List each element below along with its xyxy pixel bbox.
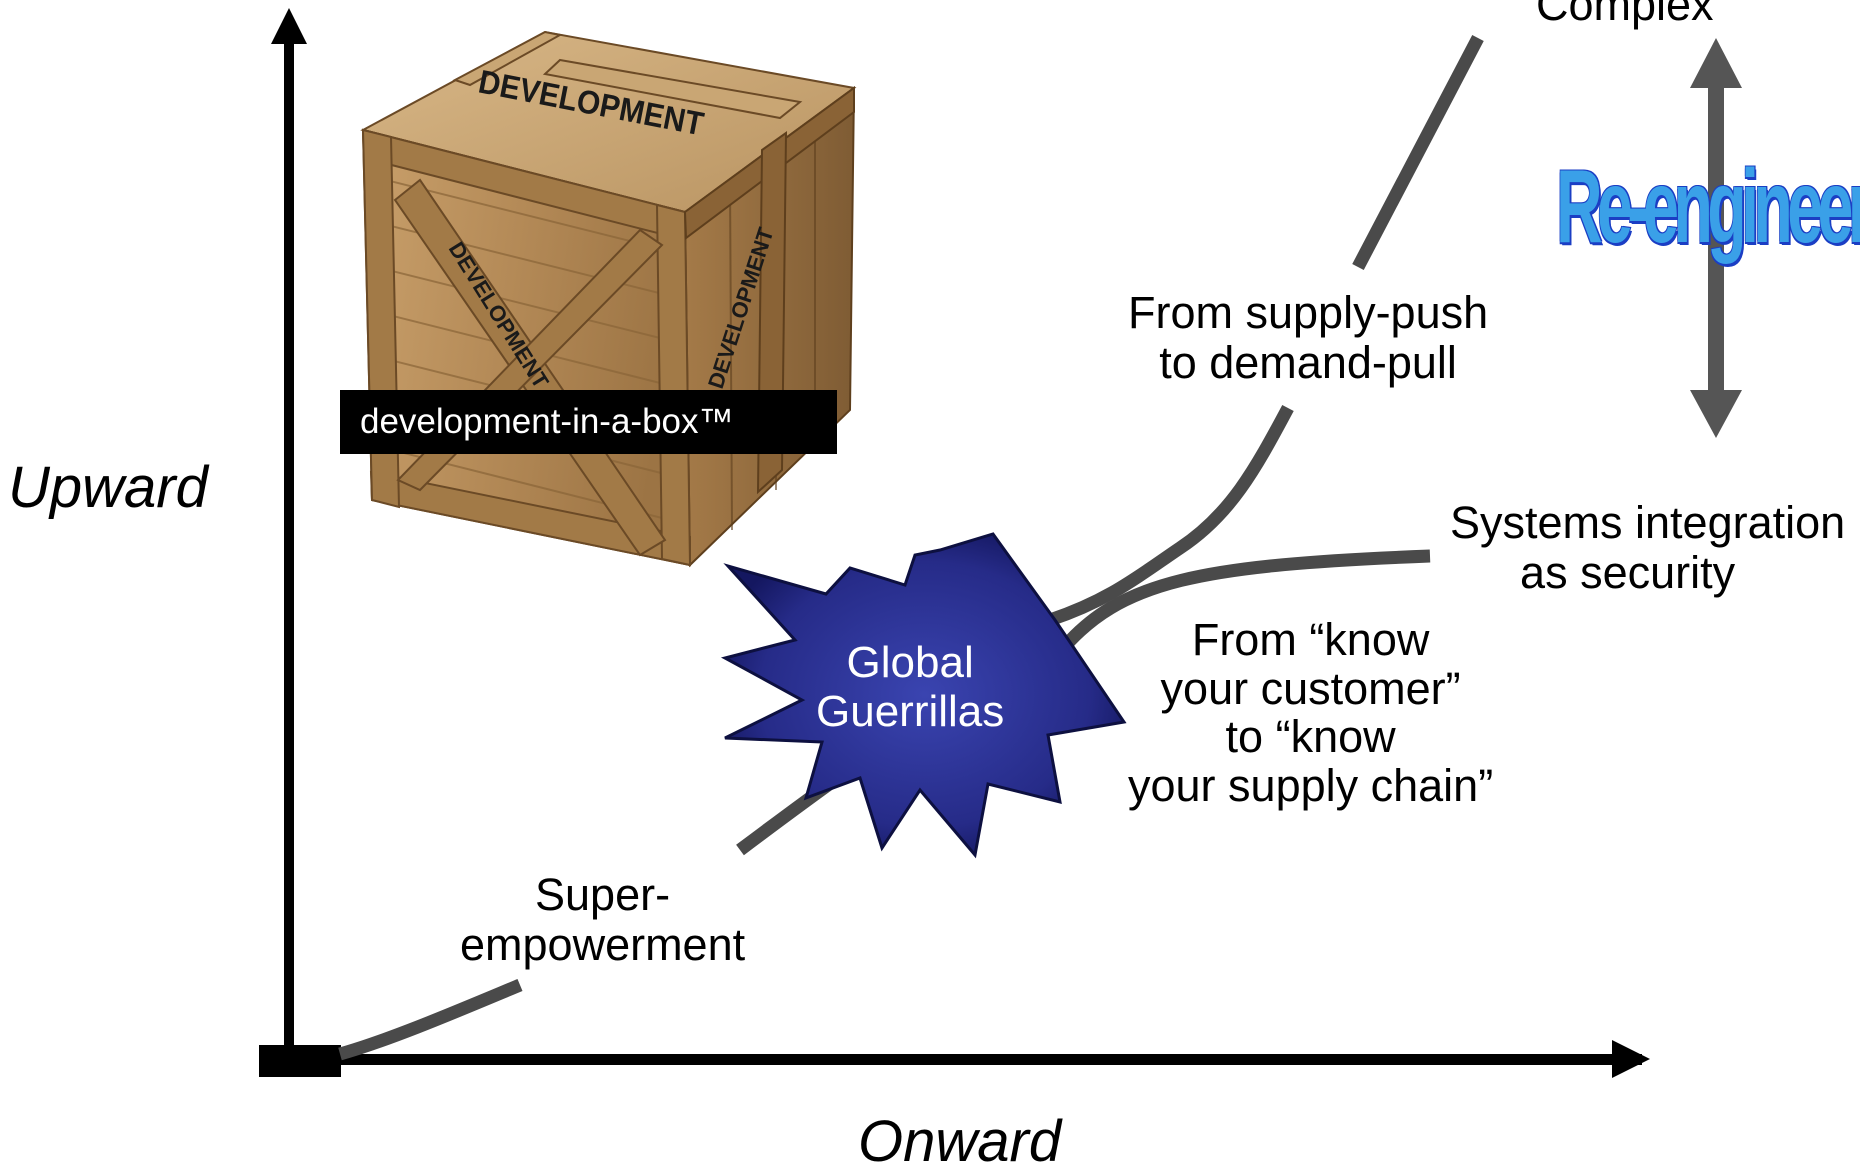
vertical-double-arrow xyxy=(1690,38,1742,438)
curve-upper-branch xyxy=(1047,404,1294,627)
development-crate: DEVELOPMENT DEVELOPMENT DEVELOPMENT xyxy=(360,30,857,568)
starburst-line-2: Guerrillas xyxy=(816,687,1005,737)
systems-integration-line-1: Systems integration xyxy=(1450,497,1846,548)
supply-push-label: From supply-push to demand-pull xyxy=(1128,288,1488,387)
know-line-3: to “know xyxy=(1225,711,1396,763)
x-axis-label: Onward xyxy=(858,1109,1062,1172)
growth-curves xyxy=(338,34,1484,1061)
global-guerrillas-starburst xyxy=(720,532,1127,859)
super-line-2: empowerment xyxy=(460,918,746,970)
re-engineer-wordart: Re-engineer xyxy=(1556,132,1860,292)
y-axis-label: Upward xyxy=(8,455,208,520)
know-line-1: From “know xyxy=(1191,614,1430,665)
x-axis-arrowhead xyxy=(1612,1040,1650,1078)
curve-top-segment xyxy=(1352,34,1484,271)
know-supply-chain-label: From “know your customer” to “know your … xyxy=(1128,614,1494,811)
super-line-1: Super- xyxy=(535,869,671,920)
re-engineer-text: Re-engineer xyxy=(1556,149,1860,265)
curve-base xyxy=(338,979,523,1061)
know-line-4: your supply chain” xyxy=(1128,759,1494,811)
origin-block xyxy=(259,1045,341,1077)
systems-integration-label: Systems integration as security xyxy=(1450,498,1845,597)
curve-middle-branch xyxy=(1055,549,1431,657)
starburst-line-1: Global xyxy=(846,638,974,687)
know-line-2: your customer” xyxy=(1160,662,1461,714)
complex-label: Complex xyxy=(1536,0,1714,30)
y-axis xyxy=(271,8,307,1050)
crate-caption: development-in-a-box™ xyxy=(340,390,837,454)
y-axis-arrowhead xyxy=(271,8,307,44)
supply-push-line-2: to demand-pull xyxy=(1159,336,1457,388)
super-empowerment-label: Super- empowerment xyxy=(460,870,745,969)
systems-integration-line-2: as security xyxy=(1520,546,1736,598)
supply-push-line-1: From supply-push xyxy=(1128,287,1489,338)
x-axis xyxy=(290,1040,1650,1078)
starburst-label: Global Guerrillas xyxy=(816,638,1004,737)
